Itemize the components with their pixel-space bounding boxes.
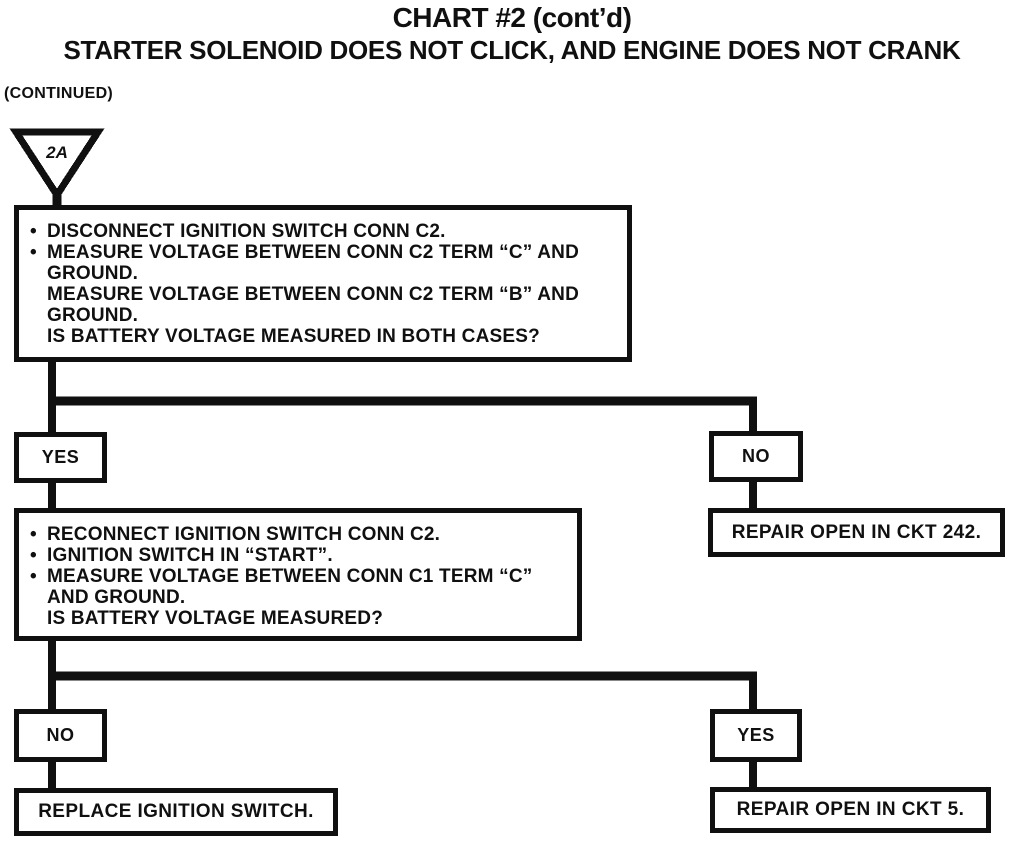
bullet-glyph: [30, 608, 47, 629]
instruction-text: AND GROUND.: [47, 587, 186, 608]
instruction-text: MEASURE VOLTAGE BETWEEN CONN C2 TERM “C”…: [47, 242, 580, 263]
instruction-line: IS BATTERY VOLTAGE MEASURED?: [30, 608, 569, 629]
continued-label: (CONTINUED): [4, 85, 114, 102]
decision-no-2: NO: [14, 709, 107, 762]
instruction-text: IGNITION SWITCH IN “START”.: [47, 545, 333, 566]
bullet-glyph: [30, 263, 47, 284]
instruction-line: GROUND.: [30, 263, 619, 284]
action-repair-ckt-242: REPAIR OPEN IN CKT 242.: [708, 508, 1005, 557]
entry-triangle: [9, 128, 105, 202]
instruction-text: GROUND.: [47, 263, 139, 284]
bullet-glyph: [30, 284, 47, 305]
instruction-line: • MEASURE VOLTAGE BETWEEN CONN C1 TERM “C…: [30, 566, 569, 587]
bullet-glyph: [30, 305, 47, 326]
bullet-glyph: •: [30, 566, 37, 587]
instruction-line: IS BATTERY VOLTAGE MEASURED IN BOTH CASE…: [30, 326, 619, 347]
action-repair-ckt-5: REPAIR OPEN IN CKT 5.: [710, 787, 991, 833]
instruction-line: • MEASURE VOLTAGE BETWEEN CONN C2 TERM “C…: [30, 242, 619, 263]
instruction-line: AND GROUND.: [30, 587, 569, 608]
instruction-text: IS BATTERY VOLTAGE MEASURED?: [47, 608, 384, 629]
instruction-text: IS BATTERY VOLTAGE MEASURED IN BOTH CASE…: [47, 326, 540, 347]
instruction-text: GROUND.: [47, 305, 139, 326]
instruction-line: • IGNITION SWITCH IN “START”.: [30, 545, 569, 566]
instruction-text: MEASURE VOLTAGE BETWEEN CONN C2 TERM “B”…: [47, 284, 580, 305]
decision-no-1: NO: [709, 431, 803, 482]
step-box-1: • DISCONNECT IGNITION SWITCH CONN C2. • ME…: [14, 205, 632, 362]
bullet-glyph: •: [30, 242, 37, 263]
instruction-line: GROUND.: [30, 305, 619, 326]
bullet-glyph: •: [30, 221, 37, 242]
instruction-text: RECONNECT IGNITION SWITCH CONN C2.: [47, 524, 441, 545]
bullet-glyph: [30, 587, 47, 608]
instruction-line: MEASURE VOLTAGE BETWEEN CONN C2 TERM “B”…: [30, 284, 619, 305]
action-replace-ignition-switch: REPLACE IGNITION SWITCH.: [14, 788, 338, 836]
bullet-glyph: [30, 326, 47, 347]
instruction-text: MEASURE VOLTAGE BETWEEN CONN C1 TERM “C”: [47, 566, 533, 587]
instruction-text: DISCONNECT IGNITION SWITCH CONN C2.: [47, 221, 446, 242]
bullet-glyph: •: [30, 545, 37, 566]
entry-connector-label: 2A: [46, 143, 68, 162]
chart-subtitle: STARTER SOLENOID DOES NOT CLICK, AND ENG…: [63, 35, 961, 65]
instruction-line: • RECONNECT IGNITION SWITCH CONN C2.: [30, 524, 569, 545]
instruction-line: • DISCONNECT IGNITION SWITCH CONN C2.: [30, 221, 619, 242]
decision-yes-2: YES: [710, 709, 802, 762]
decision-yes-1: YES: [14, 432, 107, 483]
chart-title: CHART #2 (cont’d): [392, 2, 632, 33]
bullet-glyph: •: [30, 524, 37, 545]
step-box-2: • RECONNECT IGNITION SWITCH CONN C2. • IGN…: [14, 508, 582, 641]
